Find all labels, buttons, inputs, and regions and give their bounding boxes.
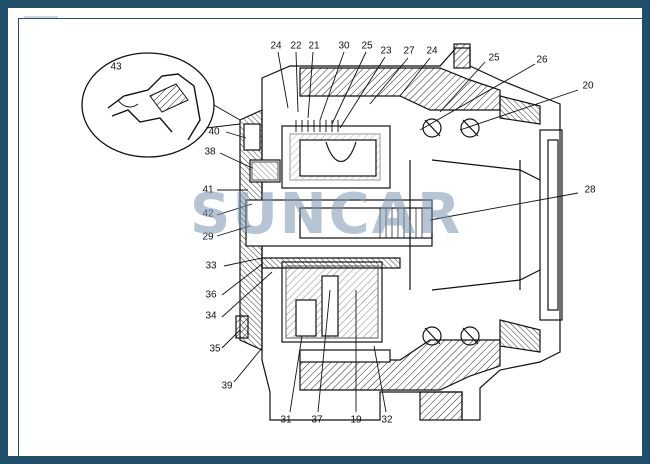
callout-label: 27 (403, 46, 415, 57)
callout-label: 25 (488, 53, 500, 64)
callout-label: 31 (280, 415, 292, 426)
callout-label: 36 (205, 290, 217, 301)
callout-label: 38 (204, 147, 216, 158)
callout-label: 40 (208, 127, 220, 138)
callout-label: 30 (338, 41, 350, 52)
watermark-text: SUNCAR (190, 182, 463, 247)
corner-mark (24, 16, 58, 18)
callout-label: 24 (426, 46, 438, 57)
callout-label: 39 (221, 381, 233, 392)
callout-label: 20 (582, 81, 594, 92)
callout-label: 29 (202, 232, 214, 243)
callout-label: 35 (209, 344, 221, 355)
detail-inset (81, 52, 241, 158)
inner-border (18, 18, 648, 462)
callout-label: 25 (361, 41, 373, 52)
callout-label: 22 (290, 41, 302, 52)
callout-label: 41 (202, 185, 214, 196)
callout-label: 28 (584, 185, 596, 196)
callout-labels: 24 22 21 30 25 23 27 24 25 26 20 28 43 4… (110, 41, 596, 426)
callout-label: 37 (311, 415, 323, 426)
callout-label: 21 (308, 41, 320, 52)
callout-label: 43 (110, 62, 122, 73)
callout-label: 19 (350, 415, 362, 426)
housing (235, 43, 563, 421)
callout-label: 33 (205, 261, 217, 272)
callout-label: 24 (270, 41, 282, 52)
callout-label: 32 (381, 415, 393, 426)
leader-lines (216, 51, 579, 413)
callout-label: 23 (380, 46, 392, 57)
callout-label: 42 (202, 209, 214, 220)
callout-label: 26 (536, 55, 548, 66)
callout-label: 34 (205, 311, 217, 322)
